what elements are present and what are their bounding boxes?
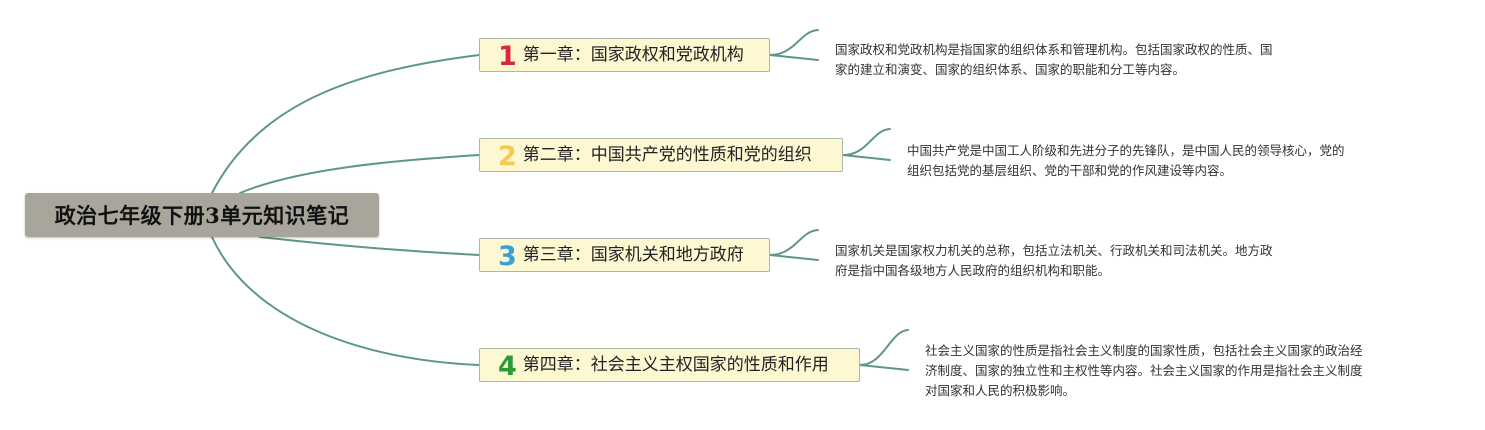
chapter-1-note: 国家政权和党政机构是指国家的组织体系和管理机构。包括国家政权的性质、国 家的建立… (835, 40, 1273, 80)
chapter-4-note-line-1: 社会主义国家的性质是指社会主义制度的国家性质，包括社会主义国家的政治经 (925, 343, 1363, 358)
chapter-2-label: 第二章：中国共产党的性质和党的组织 (522, 144, 812, 165)
chapter-3-note-link (769, 254, 819, 261)
root-topic[interactable]: 政治七年级下册3单元知识笔记 (25, 193, 379, 237)
root-to-chapter-1-connector (211, 54, 480, 194)
chapter-4-note-line-3: 对国家和人民的积极影响。 (925, 383, 1076, 398)
chapter-1-note-line-1: 国家政权和党政机构是指国家的组织体系和管理机构。包括国家政权的性质、国 (835, 42, 1273, 57)
root-to-chapter-2-connector (239, 154, 480, 194)
chapter-2-note-line-2: 组织包括党的基层组织、党的干部和党的作风建设等内容。 (907, 163, 1233, 178)
chapter-2-note-line-1: 中国共产党是中国工人阶级和先进分子的先锋队，是中国人民的领导核心，党的 (907, 143, 1345, 158)
chapter-3-note-line-2: 府是指中国各级地方人民政府的组织机构和职能。 (835, 263, 1111, 278)
root-topic-title: 政治七年级下册3单元知识笔记 (54, 203, 350, 228)
chapter-2-note-link (842, 154, 891, 161)
root-to-chapter-3-connector (259, 236, 480, 256)
chapter-1-note-link (769, 54, 819, 61)
chapter-1-label: 第一章：国家政权和党政机构 (522, 44, 744, 65)
chapter-4-note: 社会主义国家的性质是指社会主义制度的国家性质，包括社会主义国家的政治经 济制度、… (925, 341, 1363, 401)
chapter-1-note-line-2: 家的建立和演变、国家的组织体系、国家的职能和分工等内容。 (835, 62, 1186, 77)
root-to-chapter-4-connector (211, 236, 480, 366)
chapter-2-note-bracket (842, 128, 891, 156)
chapter-3-topic[interactable]: 3 第三章：国家机关和地方政府 (479, 238, 770, 272)
chapter-4-note-line-2: 济制度、国家的独立性和主权性等内容。社会主义国家的作用是指社会主义制度 (925, 363, 1363, 378)
chapter-4-label: 第四章：社会主义主权国家的性质和作用 (522, 354, 829, 375)
chapter-3-note: 国家机关是国家权力机关的总称，包括立法机关、行政机关和司法机关。地方政 府是指中… (835, 241, 1273, 281)
chapter-4-topic[interactable]: 4 第四章：社会主义主权国家的性质和作用 (479, 348, 860, 382)
chapter-2-topic[interactable]: 2 第二章：中国共产党的性质和党的组织 (479, 138, 843, 172)
chapter-4-note-link (859, 364, 909, 371)
chapter-2-number-icon: 2 (498, 140, 517, 172)
chapter-1-number-icon: 1 (498, 40, 517, 72)
chapter-4-number-icon: 4 (498, 350, 517, 382)
chapter-3-note-bracket (769, 229, 819, 256)
chapter-3-note-line-1: 国家机关是国家权力机关的总称，包括立法机关、行政机关和司法机关。地方政 (835, 243, 1273, 258)
chapter-1-note-bracket (769, 29, 819, 56)
chapter-3-label: 第三章：国家机关和地方政府 (522, 244, 744, 265)
chapter-4-note-bracket (859, 329, 909, 366)
chapter-3-number-icon: 3 (498, 240, 517, 272)
chapter-1-topic[interactable]: 1 第一章：国家政权和党政机构 (479, 38, 770, 72)
chapter-2-note: 中国共产党是中国工人阶级和先进分子的先锋队，是中国人民的领导核心，党的 组织包括… (907, 141, 1345, 181)
